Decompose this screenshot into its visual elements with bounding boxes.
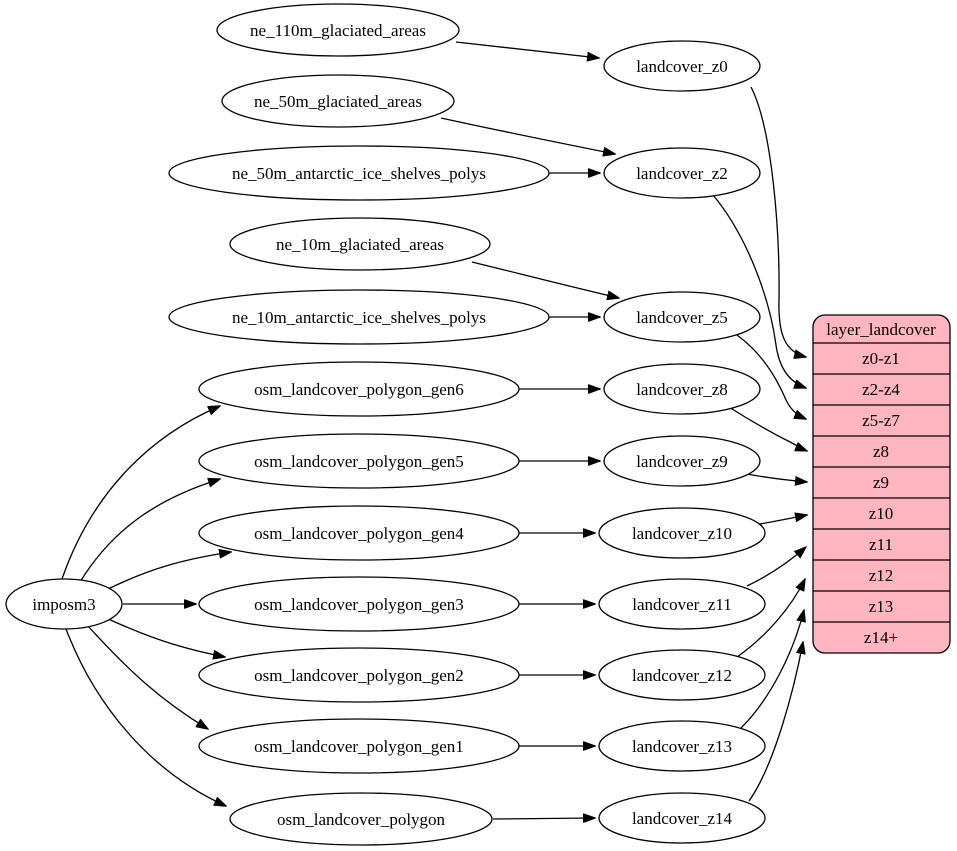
- table-row-z14plus: z14+: [864, 628, 898, 647]
- table-row-z10: z10: [869, 504, 894, 523]
- node-label: landcover_z11: [632, 595, 731, 614]
- node-label: landcover_z14: [632, 809, 733, 828]
- node-label: osm_landcover_polygon_gen2: [254, 666, 464, 685]
- node-ne-50m-glaciated-areas: ne_50m_glaciated_areas: [221, 74, 455, 128]
- node-ne-50m-antarctic-ice-shelves-polys: ne_50m_antarctic_ice_shelves_polys: [168, 145, 550, 201]
- table-row-z5-z7: z5-z7: [862, 411, 900, 430]
- node-ne-110m-glaciated-areas: ne_110m_glaciated_areas: [216, 3, 460, 57]
- edge-osm-landcover-polygon-to-landcover-z14: [492, 813, 596, 823]
- node-label: landcover_z9: [636, 452, 728, 471]
- node-landcover-z5: landcover_z5: [603, 291, 761, 343]
- table-row-z0-z1: z0-z1: [862, 349, 900, 368]
- edge-ne-10m-glaciated-areas-to-landcover-z5: [471, 261, 620, 301]
- node-landcover-z11: landcover_z11: [598, 578, 766, 630]
- node-label: landcover_z10: [632, 524, 732, 543]
- edge-landcover-z8-to-row-z8: [728, 406, 808, 452]
- edge-landcover-z14-to-row-z14plus: [748, 641, 806, 802]
- edge-layer: [61, 41, 808, 823]
- edge-landcover-z5-to-row-z5-z7: [736, 334, 807, 420]
- node-label: landcover_z13: [632, 737, 732, 756]
- node-landcover-z12: landcover_z12: [598, 649, 766, 701]
- node-landcover-z10: landcover_z10: [598, 507, 766, 559]
- node-ne-10m-antarctic-ice-shelves-polys: ne_10m_antarctic_ice_shelves_polys: [168, 289, 550, 345]
- node-osm-landcover-polygon-gen1: osm_landcover_polygon_gen1: [198, 718, 520, 774]
- node-label: landcover_z5: [636, 308, 728, 327]
- node-label: landcover_z0: [636, 57, 728, 76]
- edge-ne-50m-glaciated-areas-to-landcover-z2: [440, 117, 616, 157]
- node-landcover-z2: landcover_z2: [603, 147, 761, 199]
- node-ne-10m-glaciated-areas: ne_10m_glaciated_areas: [229, 217, 491, 271]
- node-label: osm_landcover_polygon_gen5: [254, 452, 464, 471]
- table-row-z12: z12: [869, 566, 894, 585]
- edge-landcover-z0-to-row-z0-z1: [750, 86, 807, 359]
- node-label: ne_10m_glaciated_areas: [276, 235, 444, 254]
- edge-landcover-z9-to-row-z9: [746, 473, 808, 486]
- table-row-z8: z8: [873, 442, 889, 461]
- edge-imposm3-to-osm-landcover-polygon: [65, 628, 227, 807]
- node-label: osm_landcover_polygon: [277, 810, 446, 829]
- edge-landcover-z13-to-row-z13: [740, 609, 806, 729]
- node-landcover-z0: landcover_z0: [603, 40, 761, 92]
- node-landcover-z8: landcover_z8: [603, 363, 761, 415]
- node-label: landcover_z2: [636, 164, 728, 183]
- node-osm-landcover-polygon-gen2: osm_landcover_polygon_gen2: [198, 647, 520, 703]
- node-osm-landcover-polygon-gen3: osm_landcover_polygon_gen3: [198, 576, 520, 632]
- node-label: ne_50m_glaciated_areas: [254, 92, 422, 111]
- table-layer-landcover: layer_landcover z0-z1 z2-z4 z5-z7 z8 z9 …: [812, 314, 951, 654]
- node-osm-landcover-polygon: osm_landcover_polygon: [229, 792, 493, 846]
- node-label: osm_landcover_polygon_gen3: [254, 595, 464, 614]
- node-label: osm_landcover_polygon_gen6: [254, 380, 464, 399]
- node-label: ne_110m_glaciated_areas: [250, 21, 426, 40]
- node-osm-landcover-polygon-gen6: osm_landcover_polygon_gen6: [198, 361, 520, 417]
- table-row-z2-z4: z2-z4: [862, 380, 900, 399]
- node-label: osm_landcover_polygon_gen4: [254, 524, 464, 543]
- edge-imposm3-to-osm-landcover-polygon-gen4: [103, 548, 232, 592]
- edge-landcover-z11-to-row-z11: [746, 546, 807, 587]
- edge-imposm3-to-osm-landcover-polygon-gen5: [79, 477, 221, 583]
- edge-imposm3-to-osm-landcover-polygon-gen1: [87, 625, 209, 730]
- table-title: layer_landcover: [826, 320, 936, 339]
- node-label: imposm3: [32, 595, 95, 614]
- edge-imposm3-to-osm-landcover-polygon-gen6: [61, 405, 221, 580]
- table-row-z9: z9: [873, 473, 889, 492]
- node-label: osm_landcover_polygon_gen1: [254, 737, 464, 756]
- node-label: landcover_z12: [632, 666, 732, 685]
- node-label: ne_50m_antarctic_ice_shelves_polys: [232, 164, 486, 183]
- node-osm-landcover-polygon-gen4: osm_landcover_polygon_gen4: [198, 505, 520, 561]
- node-osm-landcover-polygon-gen5: osm_landcover_polygon_gen5: [198, 433, 520, 489]
- table-row-z11: z11: [869, 535, 893, 554]
- node-landcover-z9: landcover_z9: [603, 435, 761, 487]
- edge-landcover-z10-to-row-z10: [759, 512, 808, 525]
- edge-landcover-z2-to-row-z2-z4: [712, 194, 807, 389]
- edge-landcover-z12-to-row-z12: [736, 578, 806, 658]
- edge-imposm3-to-osm-landcover-polygon-gen2: [105, 617, 226, 660]
- node-landcover-z14: landcover_z14: [598, 792, 766, 844]
- table-row-z13: z13: [869, 597, 894, 616]
- node-label: landcover_z8: [636, 380, 728, 399]
- edge-ne-110m-glaciated-areas-to-landcover-z0: [455, 41, 600, 62]
- node-label: ne_10m_antarctic_ice_shelves_polys: [232, 308, 486, 327]
- node-imposm3: imposm3: [5, 578, 123, 630]
- node-landcover-z13: landcover_z13: [598, 720, 766, 772]
